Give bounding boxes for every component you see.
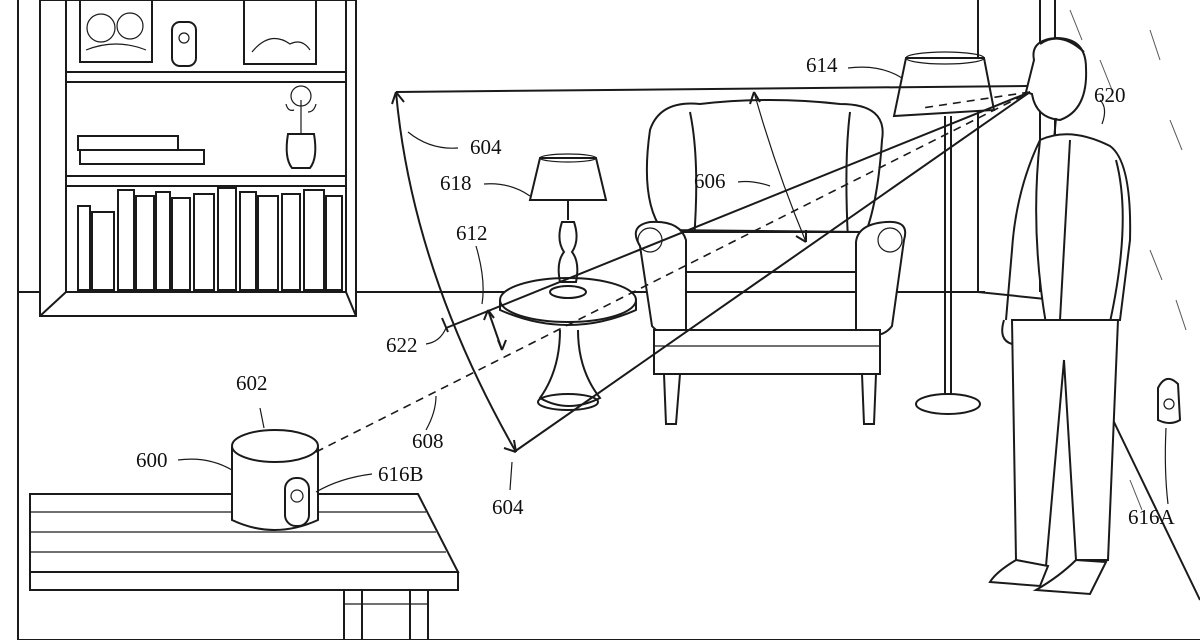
- reference-labels: 614 604 618 606 612 622 602 608 600 616B…: [136, 53, 1176, 529]
- armchair: [634, 99, 907, 425]
- person: [988, 36, 1132, 596]
- label-604-top: 604: [470, 135, 502, 159]
- label-614: 614: [806, 53, 838, 77]
- table-lamp: [528, 153, 608, 299]
- label-606: 606: [694, 169, 726, 193]
- label-622: 622: [386, 333, 418, 357]
- field-of-view: [315, 85, 1031, 453]
- label-618: 618: [440, 171, 472, 195]
- label-616A: 616A: [1128, 505, 1176, 529]
- side-table: [499, 277, 637, 411]
- books-row: [77, 187, 343, 291]
- bookshelf: [39, 0, 357, 317]
- label-602: 602: [236, 371, 268, 395]
- wall-hatching: [1069, 9, 1187, 511]
- label-612: 612: [456, 221, 488, 245]
- wall-outlet-device: [1157, 377, 1182, 424]
- leader-lines: [177, 66, 1169, 505]
- label-620: 620: [1094, 83, 1126, 107]
- label-604-bottom: 604: [492, 495, 524, 519]
- label-616B: 616B: [378, 462, 424, 486]
- smart-speaker: [231, 429, 319, 531]
- label-600: 600: [136, 448, 168, 472]
- label-608: 608: [412, 429, 444, 453]
